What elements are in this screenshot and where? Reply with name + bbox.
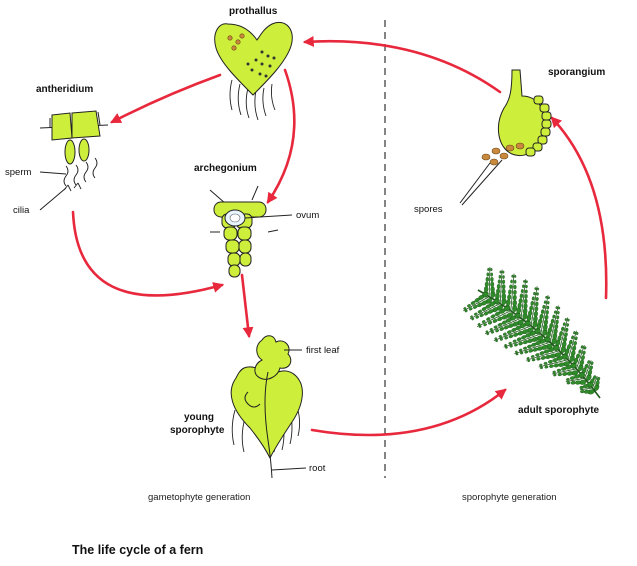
label-sperm: sperm — [5, 167, 31, 178]
arrow-young-to-adult-sporophyte — [310, 388, 507, 437]
label-root: root — [309, 463, 326, 474]
label-first-leaf: first leaf — [306, 345, 340, 356]
arrow-sporangium-to-prothallus — [302, 36, 502, 94]
label-gametophyte-generation: gametophyte generation — [148, 492, 250, 503]
label-ovum: ovum — [296, 210, 319, 221]
label-antheridium: antheridium — [36, 84, 93, 95]
young-sporophyte-illustration — [230, 335, 307, 479]
arrow-archegonium-to-young-sporophyte — [240, 273, 254, 339]
label-cilia: cilia — [13, 205, 30, 216]
label-prothallus: prothallus — [229, 6, 278, 17]
arrow-adult-to-sporangium — [550, 116, 608, 300]
label-sporangium: sporangium — [548, 67, 605, 78]
prothallus-illustration — [214, 22, 293, 121]
figure-caption: The life cycle of a fern — [72, 543, 203, 557]
label-adult-sporophyte: adult sporophyte — [518, 405, 600, 416]
antheridium-illustration — [39, 110, 109, 211]
label-archegonium: archegonium — [194, 163, 257, 174]
arrow-prothallus-to-antheridium — [110, 73, 222, 124]
sporangium-illustration — [459, 69, 552, 206]
label-spores: spores — [414, 204, 443, 215]
arrow-antheridium-to-archegonium — [71, 210, 225, 297]
archegonium-illustration — [209, 185, 293, 278]
label-young-sporophyte-line2: sporophyte — [170, 425, 225, 436]
arrow-prothallus-to-archegonium — [266, 68, 296, 204]
label-sporophyte-generation: sporophyte generation — [462, 492, 557, 503]
label-young-sporophyte-line1: young — [184, 412, 214, 423]
adult-sporophyte-illustration — [463, 267, 601, 399]
